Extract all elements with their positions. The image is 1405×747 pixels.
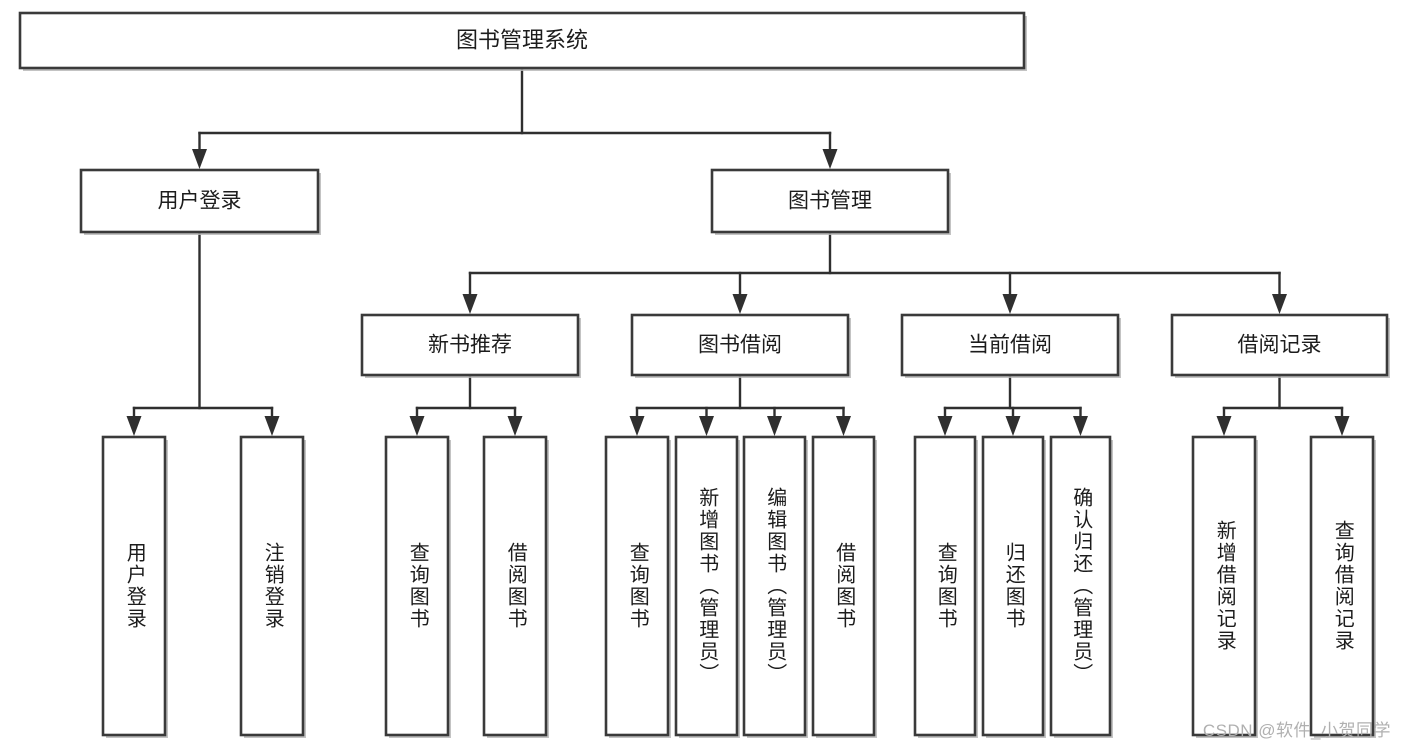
node-label-n-book-manage: 图书管理 (788, 190, 872, 213)
node-box-n-new-book-rec[interactable] (360, 313, 580, 377)
node-label-n-user-login: 用户登录 (158, 190, 242, 213)
node-label-n-current-borrow: 当前借阅 (968, 334, 1052, 357)
node-box-l-rec-add[interactable] (1191, 435, 1257, 737)
node-box-l-rec-query[interactable] (384, 435, 450, 737)
node-box-l-rec-borrow[interactable] (482, 435, 548, 737)
node-box-l-cur-query[interactable] (913, 435, 977, 737)
node-box-l-borrow-edit[interactable] (742, 435, 807, 737)
connector-arrowhead (732, 294, 748, 314)
connector-arrowhead (264, 416, 280, 436)
boxes-layer (18, 11, 1390, 738)
node-box-l-cur-confirm[interactable] (1049, 435, 1112, 737)
node-box-l-user-login[interactable] (101, 435, 167, 737)
connector-arrowhead (699, 416, 714, 436)
connector-arrowhead (462, 294, 478, 314)
node-label-n-book-borrow: 图书借阅 (698, 334, 782, 357)
node-box-n-user-login[interactable] (79, 168, 320, 234)
connector-arrowhead (1005, 416, 1021, 436)
connector-arrowhead (192, 149, 207, 169)
node-box-l-borrow-query[interactable] (604, 435, 670, 737)
connector-arrowhead (409, 416, 425, 436)
connector-arrowhead (937, 416, 953, 436)
connector-arrowhead (126, 416, 142, 436)
node-box-n-current-borrow[interactable] (900, 313, 1120, 377)
node-box-n-book-manage[interactable] (710, 168, 950, 234)
node-box-l-borrow-lend[interactable] (811, 435, 876, 737)
connector-arrowhead (1334, 416, 1350, 436)
node-box-root[interactable] (18, 11, 1026, 70)
connector-arrowhead (629, 416, 645, 436)
connector-arrowhead (1272, 294, 1287, 314)
connector-arrowhead (1216, 416, 1232, 436)
node-box-l-cur-return[interactable] (981, 435, 1045, 737)
node-box-l-rec-search[interactable] (1309, 435, 1375, 737)
connector-arrowhead (507, 416, 523, 436)
connector-arrowhead (1073, 416, 1088, 436)
connector-arrowhead (836, 416, 851, 436)
csdn-watermark: CSDN @软件_小贺同学 (1202, 721, 1391, 740)
connector-arrowhead (1002, 294, 1018, 314)
node-label-root: 图书管理系统 (456, 27, 588, 52)
connector-arrowhead (767, 416, 782, 436)
node-box-l-borrow-add[interactable] (674, 435, 739, 737)
node-box-n-book-borrow[interactable] (630, 313, 850, 377)
connector-arrowhead (822, 149, 838, 169)
node-label-n-new-book-rec: 新书推荐 (428, 334, 512, 357)
node-label-n-borrow-record: 借阅记录 (1238, 334, 1322, 357)
node-box-l-user-logout[interactable] (239, 435, 305, 737)
node-box-n-borrow-record[interactable] (1170, 313, 1389, 377)
connectors-layer (126, 66, 1350, 436)
